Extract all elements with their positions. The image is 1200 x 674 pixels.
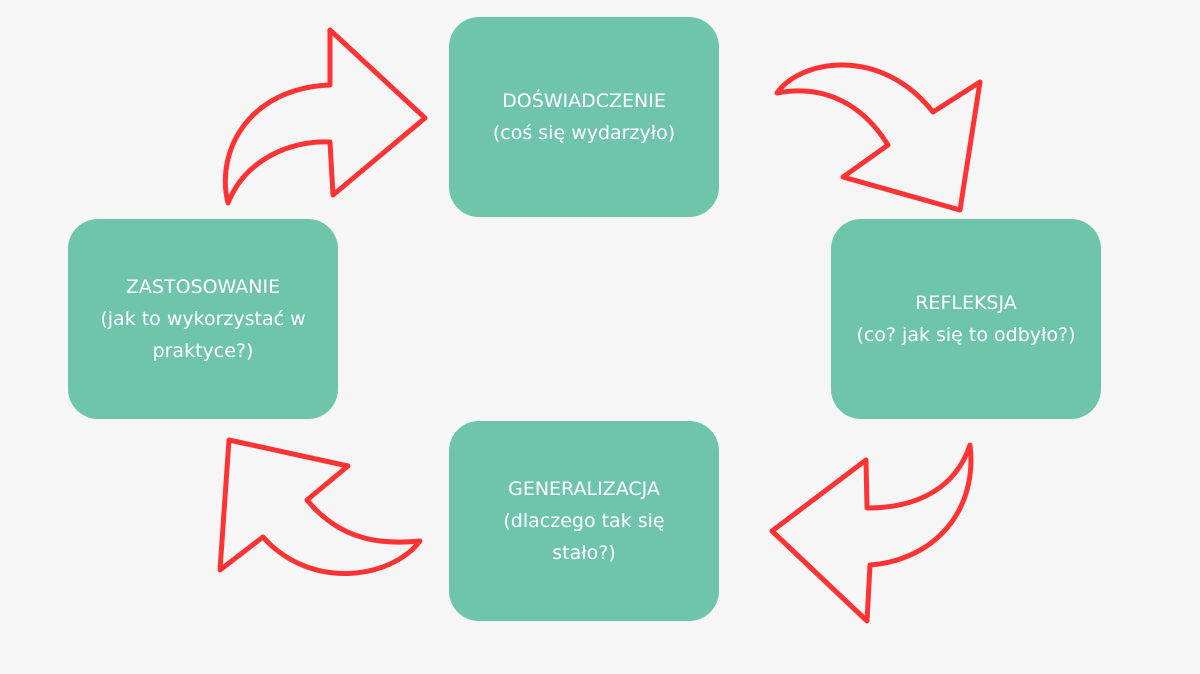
arrow-icon-to-generalization <box>769 442 974 624</box>
stage-subtitle: (coś się wydarzyło) <box>492 122 676 144</box>
stage-title: REFLEKSJA <box>915 292 1017 314</box>
arrow-icon-to-application <box>217 437 423 576</box>
stage-subtitle: (dlaczego tak się stało?) <box>503 510 665 564</box>
stage-application: ZASTOSOWANIE (jak to wykorzystać w prakt… <box>68 219 338 419</box>
arrow-icon-to-experience <box>222 27 428 206</box>
stage-title: ZASTOSOWANIE <box>125 276 281 298</box>
arrow-icon-to-reflection <box>774 62 983 213</box>
stage-experience: DOŚWIADCZENIE (coś się wydarzyło) <box>449 17 719 217</box>
stage-subtitle: (jak to wykorzystać w praktyce?) <box>100 308 306 362</box>
stage-subtitle: (co? jak się to odbyło?) <box>856 324 1076 346</box>
stage-title: DOŚWIADCZENIE <box>502 90 666 112</box>
stage-title: GENERALIZACJA <box>508 478 660 500</box>
stage-reflection: REFLEKSJA (co? jak się to odbyło?) <box>831 219 1101 419</box>
stage-generalization: GENERALIZACJA (dlaczego tak się stało?) <box>449 421 719 621</box>
